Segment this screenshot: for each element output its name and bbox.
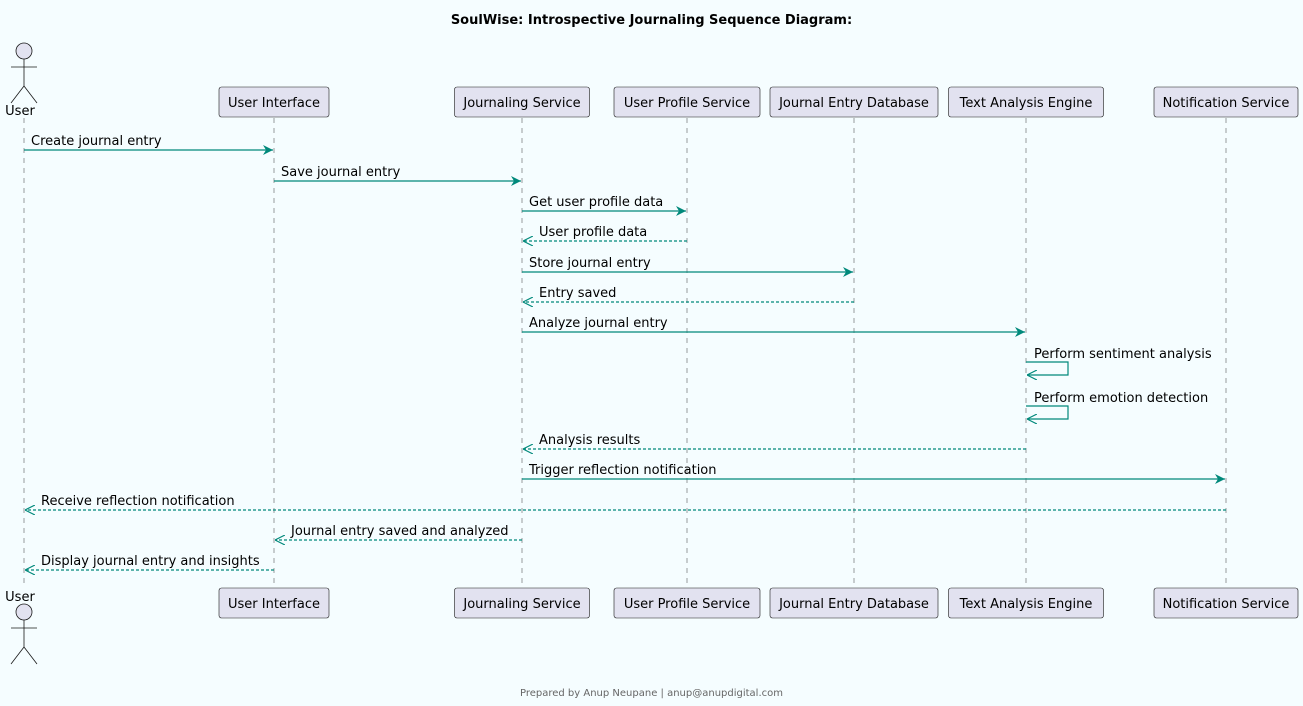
actor-head	[15, 603, 33, 621]
participant-label: Notification Service	[1163, 96, 1290, 111]
participant-label: Text Analysis Engine	[959, 597, 1093, 612]
actor-head	[15, 42, 33, 60]
participant-box	[769, 587, 939, 619]
message-label: Get user profile data	[529, 195, 663, 210]
self-arrow	[1026, 361, 1069, 375]
message-label: Analyze journal entry	[529, 316, 668, 331]
message-label: Perform emotion detection	[1034, 391, 1208, 406]
message-label: Display journal entry and insights	[41, 554, 260, 569]
actor-label: User	[5, 104, 35, 119]
participant-label: Journal Entry Database	[778, 96, 929, 111]
footer-credit: Prepared by Anup Neupane | anup@anupdigi…	[519, 688, 783, 699]
actor-label: User	[5, 590, 35, 605]
participant-box	[613, 587, 761, 619]
message-label: Analysis results	[539, 433, 640, 448]
participant-box	[613, 86, 761, 118]
participant-text-top: Text Analysis Engine	[948, 86, 1104, 118]
actor-leg-right	[23, 646, 38, 665]
message-2: Save journal entry	[274, 165, 521, 186]
participant-profile-top: User Profile Service	[613, 86, 761, 118]
message-6: Entry saved	[523, 286, 854, 302]
participant-label: Journaling Service	[462, 96, 580, 111]
actor-leg-right	[23, 85, 38, 104]
message-label: Entry saved	[539, 286, 616, 301]
participant-box	[454, 587, 590, 619]
participant-label: User Profile Service	[624, 597, 750, 612]
message-label: Perform sentiment analysis	[1034, 347, 1212, 362]
message-label: Journal entry saved and analyzed	[290, 524, 509, 539]
participant-box	[218, 587, 330, 619]
participant-box	[769, 86, 939, 118]
participant-label: Text Analysis Engine	[959, 96, 1093, 111]
participant-db-top: Journal Entry Database	[769, 86, 939, 118]
participant-box	[218, 86, 330, 118]
participant-journaling-top: Journaling Service	[454, 86, 590, 118]
participant-label: Journal Entry Database	[778, 597, 929, 612]
message-3: Get user profile data	[522, 195, 686, 216]
participant-label: User Profile Service	[624, 96, 750, 111]
message-label: Trigger reflection notification	[528, 463, 717, 478]
actor-user-bottom: User	[5, 590, 38, 665]
participant-box	[1153, 587, 1299, 619]
participant-journaling-bottom: Journaling Service	[454, 587, 590, 619]
message-1: Create journal entry	[24, 134, 273, 155]
message-label: Create journal entry	[31, 134, 162, 149]
participant-notify-bottom: Notification Service	[1153, 587, 1299, 619]
actor-leg-left	[10, 646, 25, 665]
message-5: Store journal entry	[522, 256, 853, 277]
message-11: Trigger reflection notification	[522, 463, 1225, 484]
participant-profile-bottom: User Profile Service	[613, 587, 761, 619]
message-label: Receive reflection notification	[41, 494, 235, 509]
actor-leg-left	[10, 85, 25, 104]
actor-user-top: User	[5, 42, 38, 119]
participant-label: User Interface	[228, 96, 320, 111]
participant-ui-bottom: User Interface	[218, 587, 330, 619]
message-label: Store journal entry	[529, 256, 651, 271]
participant-box	[948, 86, 1104, 118]
participant-label: Notification Service	[1163, 597, 1290, 612]
message-9: Perform emotion detection	[1026, 391, 1208, 419]
participant-text-bottom: Text Analysis Engine	[948, 587, 1104, 619]
message-4: User profile data	[523, 225, 687, 241]
message-label: Save journal entry	[281, 165, 401, 180]
message-12: Receive reflection notification	[25, 494, 1226, 510]
message-14: Display journal entry and insights	[25, 554, 274, 570]
participant-box	[948, 587, 1104, 619]
message-13: Journal entry saved and analyzed	[275, 524, 522, 540]
participant-ui-top: User Interface	[218, 86, 330, 118]
message-10: Analysis results	[523, 433, 1026, 449]
participant-label: Journaling Service	[462, 597, 580, 612]
participant-box	[1153, 86, 1299, 118]
diagram-title: SoulWise: Introspective Journaling Seque…	[450, 13, 853, 28]
participant-db-bottom: Journal Entry Database	[769, 587, 939, 619]
participant-label: User Interface	[228, 597, 320, 612]
participant-notify-top: Notification Service	[1153, 86, 1299, 118]
message-label: User profile data	[539, 225, 647, 240]
self-arrow	[1026, 405, 1069, 419]
message-8: Perform sentiment analysis	[1026, 347, 1212, 375]
participant-box	[454, 86, 590, 118]
message-7: Analyze journal entry	[522, 316, 1025, 337]
